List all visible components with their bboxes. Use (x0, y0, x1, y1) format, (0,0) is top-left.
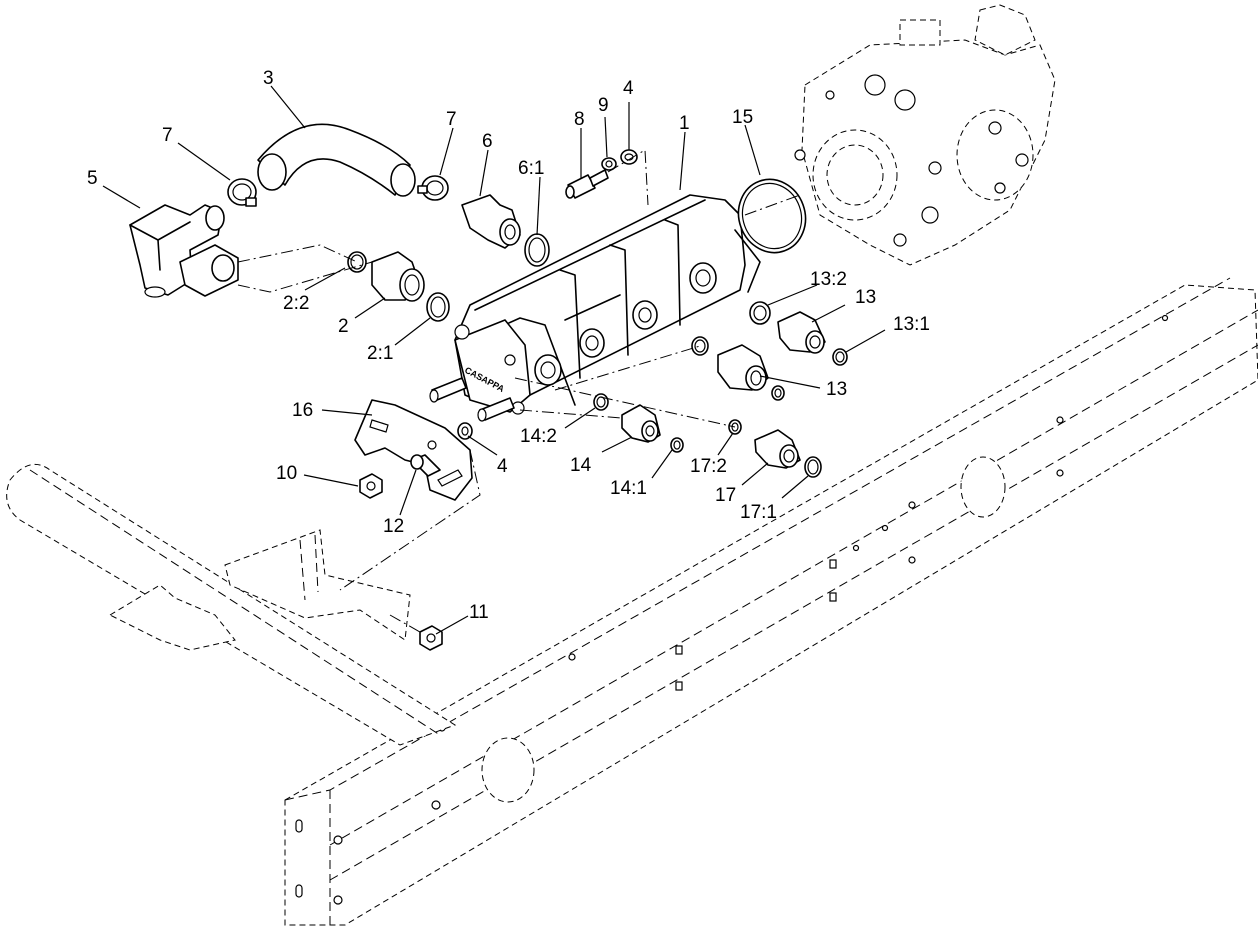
cross-tube (6, 463, 457, 746)
nut-11 (419, 625, 443, 651)
callout-17: 17 (715, 485, 736, 506)
callout-11: 11 (469, 602, 489, 623)
bolt-12 (410, 454, 441, 477)
callout-12: 12 (383, 516, 404, 537)
callout-7-right: 7 (446, 109, 457, 130)
callout-16: 16 (292, 400, 313, 421)
callout-4-top: 4 (623, 78, 634, 99)
callout-4-bracket: 4 (497, 456, 508, 477)
fitting-6 (461, 194, 521, 249)
callout-10: 10 (276, 463, 297, 484)
cap-screw-8 (565, 169, 609, 199)
callout-13-1: 13:1 (893, 314, 930, 335)
callout-leaders (102, 85, 886, 635)
bracket-16 (354, 399, 473, 501)
callout-5: 5 (87, 168, 98, 189)
callout-2: 2 (338, 316, 349, 337)
callout-6-1: 6:1 (518, 158, 544, 179)
hydrostatic-pump (794, 4, 1056, 266)
callout-14-2: 14:2 (520, 426, 557, 447)
callout-14: 14 (570, 455, 592, 476)
fitting-17 (754, 429, 801, 469)
callout-13-2: 13:2 (810, 269, 847, 290)
fitting-13-upper (777, 311, 826, 354)
callout-15: 15 (732, 107, 753, 128)
gear-pump: CASAPPA (429, 194, 761, 422)
callout-14-1: 14:1 (610, 478, 647, 499)
fitting-14 (621, 404, 661, 443)
callout-7-left: 7 (162, 125, 173, 146)
callout-6: 6 (482, 131, 493, 152)
callout-2-2: 2:2 (283, 293, 309, 314)
hose-clamp-right (417, 175, 449, 201)
mount-bracket-lower (108, 529, 411, 651)
nut-10 (359, 473, 383, 499)
callout-13-upper: 13 (855, 287, 876, 308)
elbow-fitting (129, 204, 239, 298)
callout-13-lower: 13 (826, 379, 847, 400)
fitting-2 (371, 251, 425, 302)
callout-17-2: 17:2 (690, 456, 727, 477)
callout-3: 3 (263, 68, 274, 89)
fitting-13-lower (717, 344, 769, 391)
callout-17-1: 17:1 (740, 502, 777, 523)
hose (257, 123, 416, 197)
frame-rail (284, 277, 1258, 926)
callout-1: 1 (679, 113, 690, 134)
callout-9: 9 (598, 95, 609, 116)
callout-labels: 3 7 5 7 6 6:1 8 9 4 1 15 2:2 2 2:1 13:2 … (87, 68, 930, 623)
callout-2-1: 2:1 (367, 343, 393, 364)
hose-clamp-left (227, 178, 257, 207)
callout-8: 8 (574, 109, 585, 130)
